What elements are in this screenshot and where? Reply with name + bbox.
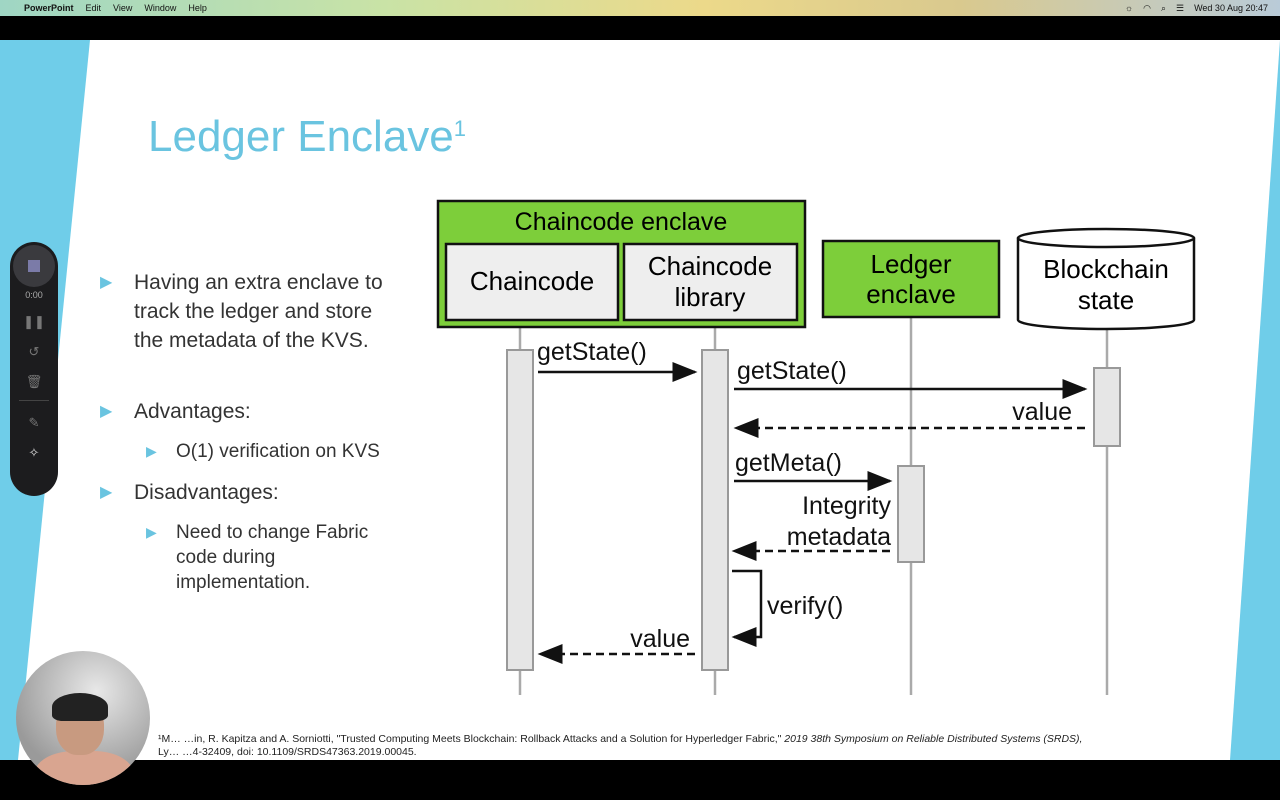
footnote-line-1: ¹M… …in, R. Kapitza and A. Sorniotti, "T…	[158, 733, 785, 745]
laser-pointer-icon[interactable]: ✧	[28, 445, 40, 460]
pause-icon[interactable]: ❚❚	[23, 314, 45, 329]
wifi-icon[interactable]: ◠	[1143, 2, 1151, 13]
blockchain-label-2: state	[1078, 285, 1134, 315]
menu-help[interactable]: Help	[188, 3, 207, 13]
blockchain-cylinder	[1016, 227, 1196, 331]
chaincode-label: Chaincode	[470, 266, 594, 296]
msg-label-2: getState()	[737, 357, 847, 385]
pen-icon[interactable]: ✎	[28, 415, 40, 430]
search-icon[interactable]: ⌕	[1160, 2, 1167, 13]
msg-label-5a: Integrity	[802, 492, 891, 520]
bullet-2: ▶ Advantages:	[100, 397, 251, 426]
stop-icon	[28, 260, 40, 272]
activation-bars	[506, 349, 1121, 671]
footnote: ¹M… …in, R. Kapitza and A. Sorniotti, "T…	[158, 733, 1228, 759]
slide: Ledger Enclave1 ▶ Having an extra enclave…	[0, 40, 1280, 760]
ledger-enclave-box	[821, 239, 1001, 319]
record-timer: 0:00	[25, 290, 43, 300]
clock[interactable]: Wed 30 Aug 20:47	[1194, 3, 1268, 13]
bullet-text: Disadvantages:	[134, 481, 279, 504]
bullet-icon: ▶	[146, 443, 157, 459]
chaincode-box	[444, 242, 620, 322]
stop-record-button[interactable]	[13, 245, 55, 287]
title-text: Ledger Enclave	[148, 112, 454, 161]
title-footnote-mark: 1	[453, 116, 467, 141]
bullet-icon: ▶	[100, 484, 113, 501]
library-box	[622, 242, 799, 322]
msg-label-5b: metadata	[787, 523, 891, 551]
msg-label-1: getState()	[537, 338, 647, 366]
blockchain-label-1: Blockchain	[1043, 254, 1169, 284]
ledger-label-1: Ledger	[871, 249, 952, 279]
bullet-3a: ▶ Need to change Fabric code during imple…	[146, 520, 406, 595]
menu-bar: PowerPoint Edit View Window Help ☼ ◠ ⌕ ☰…	[0, 0, 1280, 16]
webcam-overlay[interactable]	[16, 651, 150, 785]
bullet-text: Having an extra enclave to track the led…	[134, 271, 383, 352]
brightness-icon[interactable]: ☼	[1124, 3, 1134, 13]
bullet-3: ▶ Disadvantages:	[100, 478, 279, 507]
bullet-icon: ▶	[100, 403, 113, 420]
msg-label-6: verify()	[767, 592, 843, 620]
bullet-icon: ▶	[146, 524, 157, 540]
library-label-1: Chaincode	[648, 251, 772, 281]
msg-arrow-6	[731, 569, 763, 647]
menu-window[interactable]: Window	[144, 3, 177, 13]
slide-title: Ledger Enclave1	[148, 112, 466, 162]
msg-label-3: value	[1012, 398, 1072, 426]
menu-app[interactable]: PowerPoint	[24, 3, 74, 13]
group-label: Chaincode enclave	[515, 208, 728, 236]
footnote-venue: 2019 38th Symposium on Reliable Distribu…	[784, 733, 1083, 745]
trash-icon[interactable]: 🗑	[25, 374, 43, 389]
ledger-label-2: enclave	[866, 279, 956, 309]
bullet-1: ▶ Having an extra enclave to track the le…	[100, 268, 404, 355]
msg-label-7: value	[630, 625, 690, 653]
footnote-line-2: Ly… …4-32409, doi: 10.1109/SRDS47363.201…	[158, 746, 417, 758]
bullet-text: Advantages:	[134, 400, 251, 423]
recording-toolbar: 0:00 ❚❚ ↺ 🗑 ✎ ✧	[10, 242, 58, 496]
presenter-body	[34, 751, 134, 785]
menu-view[interactable]: View	[113, 3, 133, 13]
retake-icon[interactable]: ↺	[28, 344, 40, 359]
msg-label-4: getMeta()	[735, 449, 842, 477]
library-label-2: library	[675, 282, 746, 312]
bullet-text: O(1) verification on KVS	[176, 441, 380, 462]
bullet-text: Need to change Fabric code during implem…	[176, 522, 369, 593]
control-center-icon[interactable]: ☰	[1176, 2, 1185, 13]
divider	[19, 400, 49, 401]
bullet-2a: ▶ O(1) verification on KVS	[146, 439, 380, 464]
sequence-diagram: Chaincode enclave Chaincode Chaincode li…	[436, 199, 1196, 695]
menu-edit[interactable]: Edit	[85, 3, 102, 13]
presenter-hair	[52, 693, 108, 721]
bullet-icon: ▶	[100, 274, 113, 291]
